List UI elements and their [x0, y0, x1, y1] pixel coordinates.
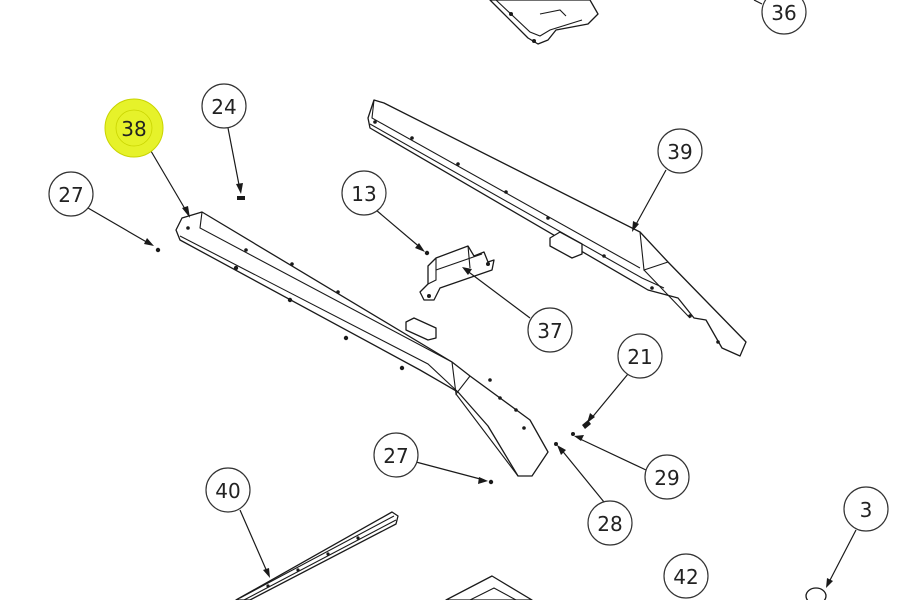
part-42-box	[445, 575, 533, 600]
part-36-bracket	[489, 0, 599, 45]
svg-text:24: 24	[211, 95, 236, 119]
leader-lines	[87, 0, 857, 588]
svg-text:3: 3	[860, 498, 873, 522]
svg-text:21: 21	[627, 345, 652, 369]
callout-3[interactable]: 3	[843, 486, 889, 532]
callout-27-upper[interactable]: 27	[48, 171, 94, 217]
svg-text:29: 29	[654, 466, 679, 490]
callout-42[interactable]: 42	[663, 553, 709, 599]
svg-text:27: 27	[383, 444, 408, 468]
callout-27-lower[interactable]: 27	[373, 432, 419, 478]
callout-21[interactable]: 21	[617, 333, 663, 379]
callout-24[interactable]: 24	[201, 83, 247, 129]
fasteners	[155, 196, 591, 485]
callout-37[interactable]: 37	[527, 307, 573, 353]
callout-39[interactable]: 39	[657, 128, 703, 174]
callout-38-highlighted[interactable]: 38	[104, 98, 164, 158]
callout-40[interactable]: 40	[205, 467, 251, 513]
part-40-rail	[235, 511, 399, 600]
part-38-rail	[175, 211, 549, 477]
part-37-bracket	[419, 245, 495, 301]
part-39-rail	[367, 99, 747, 357]
svg-text:40: 40	[215, 479, 240, 503]
svg-text:42: 42	[673, 565, 698, 589]
svg-text:39: 39	[667, 140, 692, 164]
callout-36[interactable]: 36	[761, 0, 807, 35]
callout-29[interactable]: 29	[644, 454, 690, 500]
svg-text:37: 37	[537, 319, 562, 343]
callout-28[interactable]: 28	[587, 500, 633, 546]
svg-text:13: 13	[351, 182, 376, 206]
svg-text:27: 27	[58, 183, 83, 207]
svg-text:36: 36	[771, 1, 796, 25]
svg-text:28: 28	[597, 512, 622, 536]
part-3-fitting	[805, 587, 827, 600]
callout-13[interactable]: 13	[341, 170, 387, 216]
svg-text:38: 38	[121, 117, 146, 141]
